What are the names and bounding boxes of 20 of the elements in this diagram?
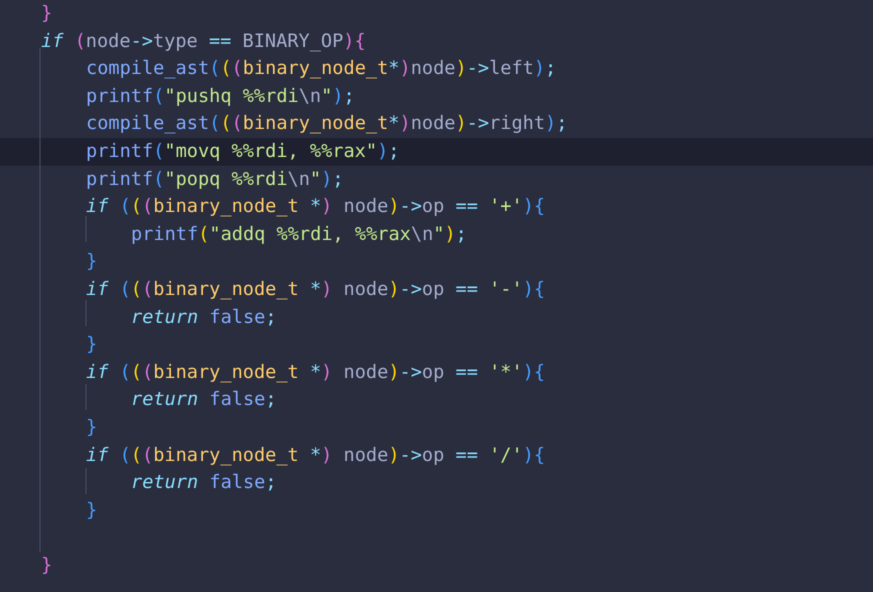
code-line: printf("addq %%rdi, %%rax\n"); (131, 222, 467, 247)
code-line: } (86, 250, 98, 274)
code-line: } (86, 333, 98, 358)
code-line: return false; (131, 306, 277, 330)
code-line: } (41, 2, 52, 26)
code-line: printf("movq %%rdi, %%rax"); (86, 140, 400, 164)
code-line: if (((binary_node_t *) node)->op == '/'){ (86, 444, 546, 468)
code-line: compile_ast(((binary_node_t*)node)->left); (86, 57, 556, 82)
code-line: return false; (131, 471, 277, 496)
code-line: if (((binary_node_t *) node)->op == '-'){ (86, 278, 546, 302)
code-line: printf("popq %%rdi\n"); (86, 168, 344, 192)
code-line: if (((binary_node_t *) node)->op == '*'){ (86, 360, 546, 385)
code-line: printf("pushq %%rdi\n"); (86, 84, 355, 109)
code-line: if (((binary_node_t *) node)->op == '+'){ (86, 195, 546, 220)
code-line: return false; (131, 388, 277, 412)
code-line: } (86, 416, 98, 440)
code-line: } (86, 498, 98, 523)
code-line: if (node->type == BINARY_OP){ (41, 30, 366, 54)
code-line: compile_ast(((binary_node_t*)node)->right); (86, 112, 568, 136)
code-line: } (41, 554, 52, 578)
